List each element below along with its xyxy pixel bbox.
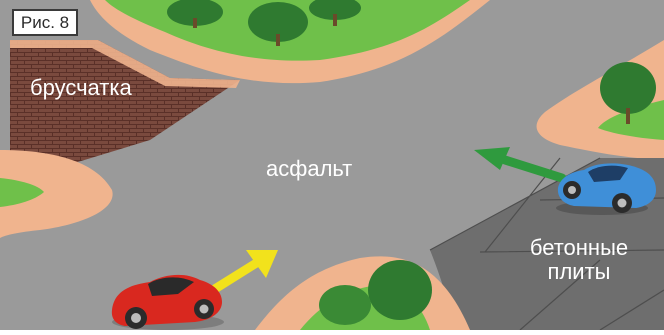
asphalt-label: асфальт (266, 157, 352, 181)
concrete-slabs-label-line1: бетонные (515, 236, 643, 260)
paving-stones-label: брусчатка (30, 76, 132, 100)
figure-label: Рис. 8 (12, 9, 78, 36)
concrete-slabs-label-line2: плиты (515, 260, 643, 284)
concrete-slabs-label: бетонные плиты (515, 236, 643, 284)
